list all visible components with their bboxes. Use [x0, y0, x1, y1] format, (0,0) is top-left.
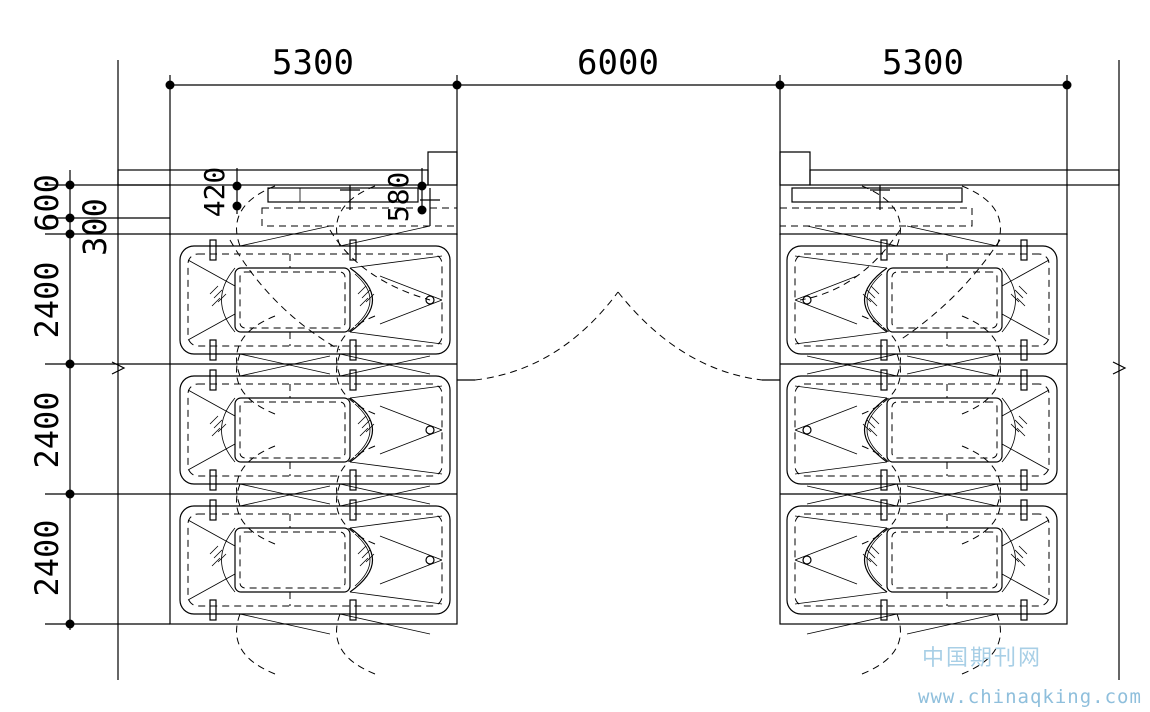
- dim-left-300: 300: [76, 198, 114, 256]
- car-left-2: [179, 315, 451, 545]
- fixture-right: [779, 185, 973, 227]
- dim-420: 420: [198, 167, 231, 218]
- turning-paths: [229, 229, 1001, 381]
- fixture-left: [261, 185, 458, 227]
- wall-right: [779, 151, 1120, 186]
- dim-top-right: 5300: [882, 43, 964, 83]
- watermark-url: www.chinaqking.com: [918, 686, 1142, 708]
- inner-dimensions: 420 580: [198, 167, 427, 223]
- dim-580: 580: [382, 172, 415, 223]
- left-dimension: 600 300 2400 2400 2400: [28, 170, 170, 630]
- top-dimension: 5300 6000 5300: [165, 43, 1072, 235]
- dim-left-2400-a: 2400: [28, 261, 66, 338]
- dim-left-2400-b: 2400: [28, 391, 66, 468]
- watermark-text: 中国期刊网: [922, 646, 1043, 671]
- car-right-1: [786, 185, 1058, 415]
- building-grid-lines: [111, 60, 1127, 680]
- car-left-3: [179, 445, 451, 675]
- dim-top-middle: 6000: [577, 43, 659, 83]
- wall-left: [117, 151, 458, 186]
- parking-stalls-left: [169, 233, 475, 625]
- dim-top-left: 5300: [272, 43, 354, 83]
- car-right-2: [786, 315, 1058, 545]
- dim-left-2400-c: 2400: [28, 519, 66, 596]
- dim-left-600: 600: [28, 174, 66, 232]
- parking-stalls-right: [762, 233, 1068, 625]
